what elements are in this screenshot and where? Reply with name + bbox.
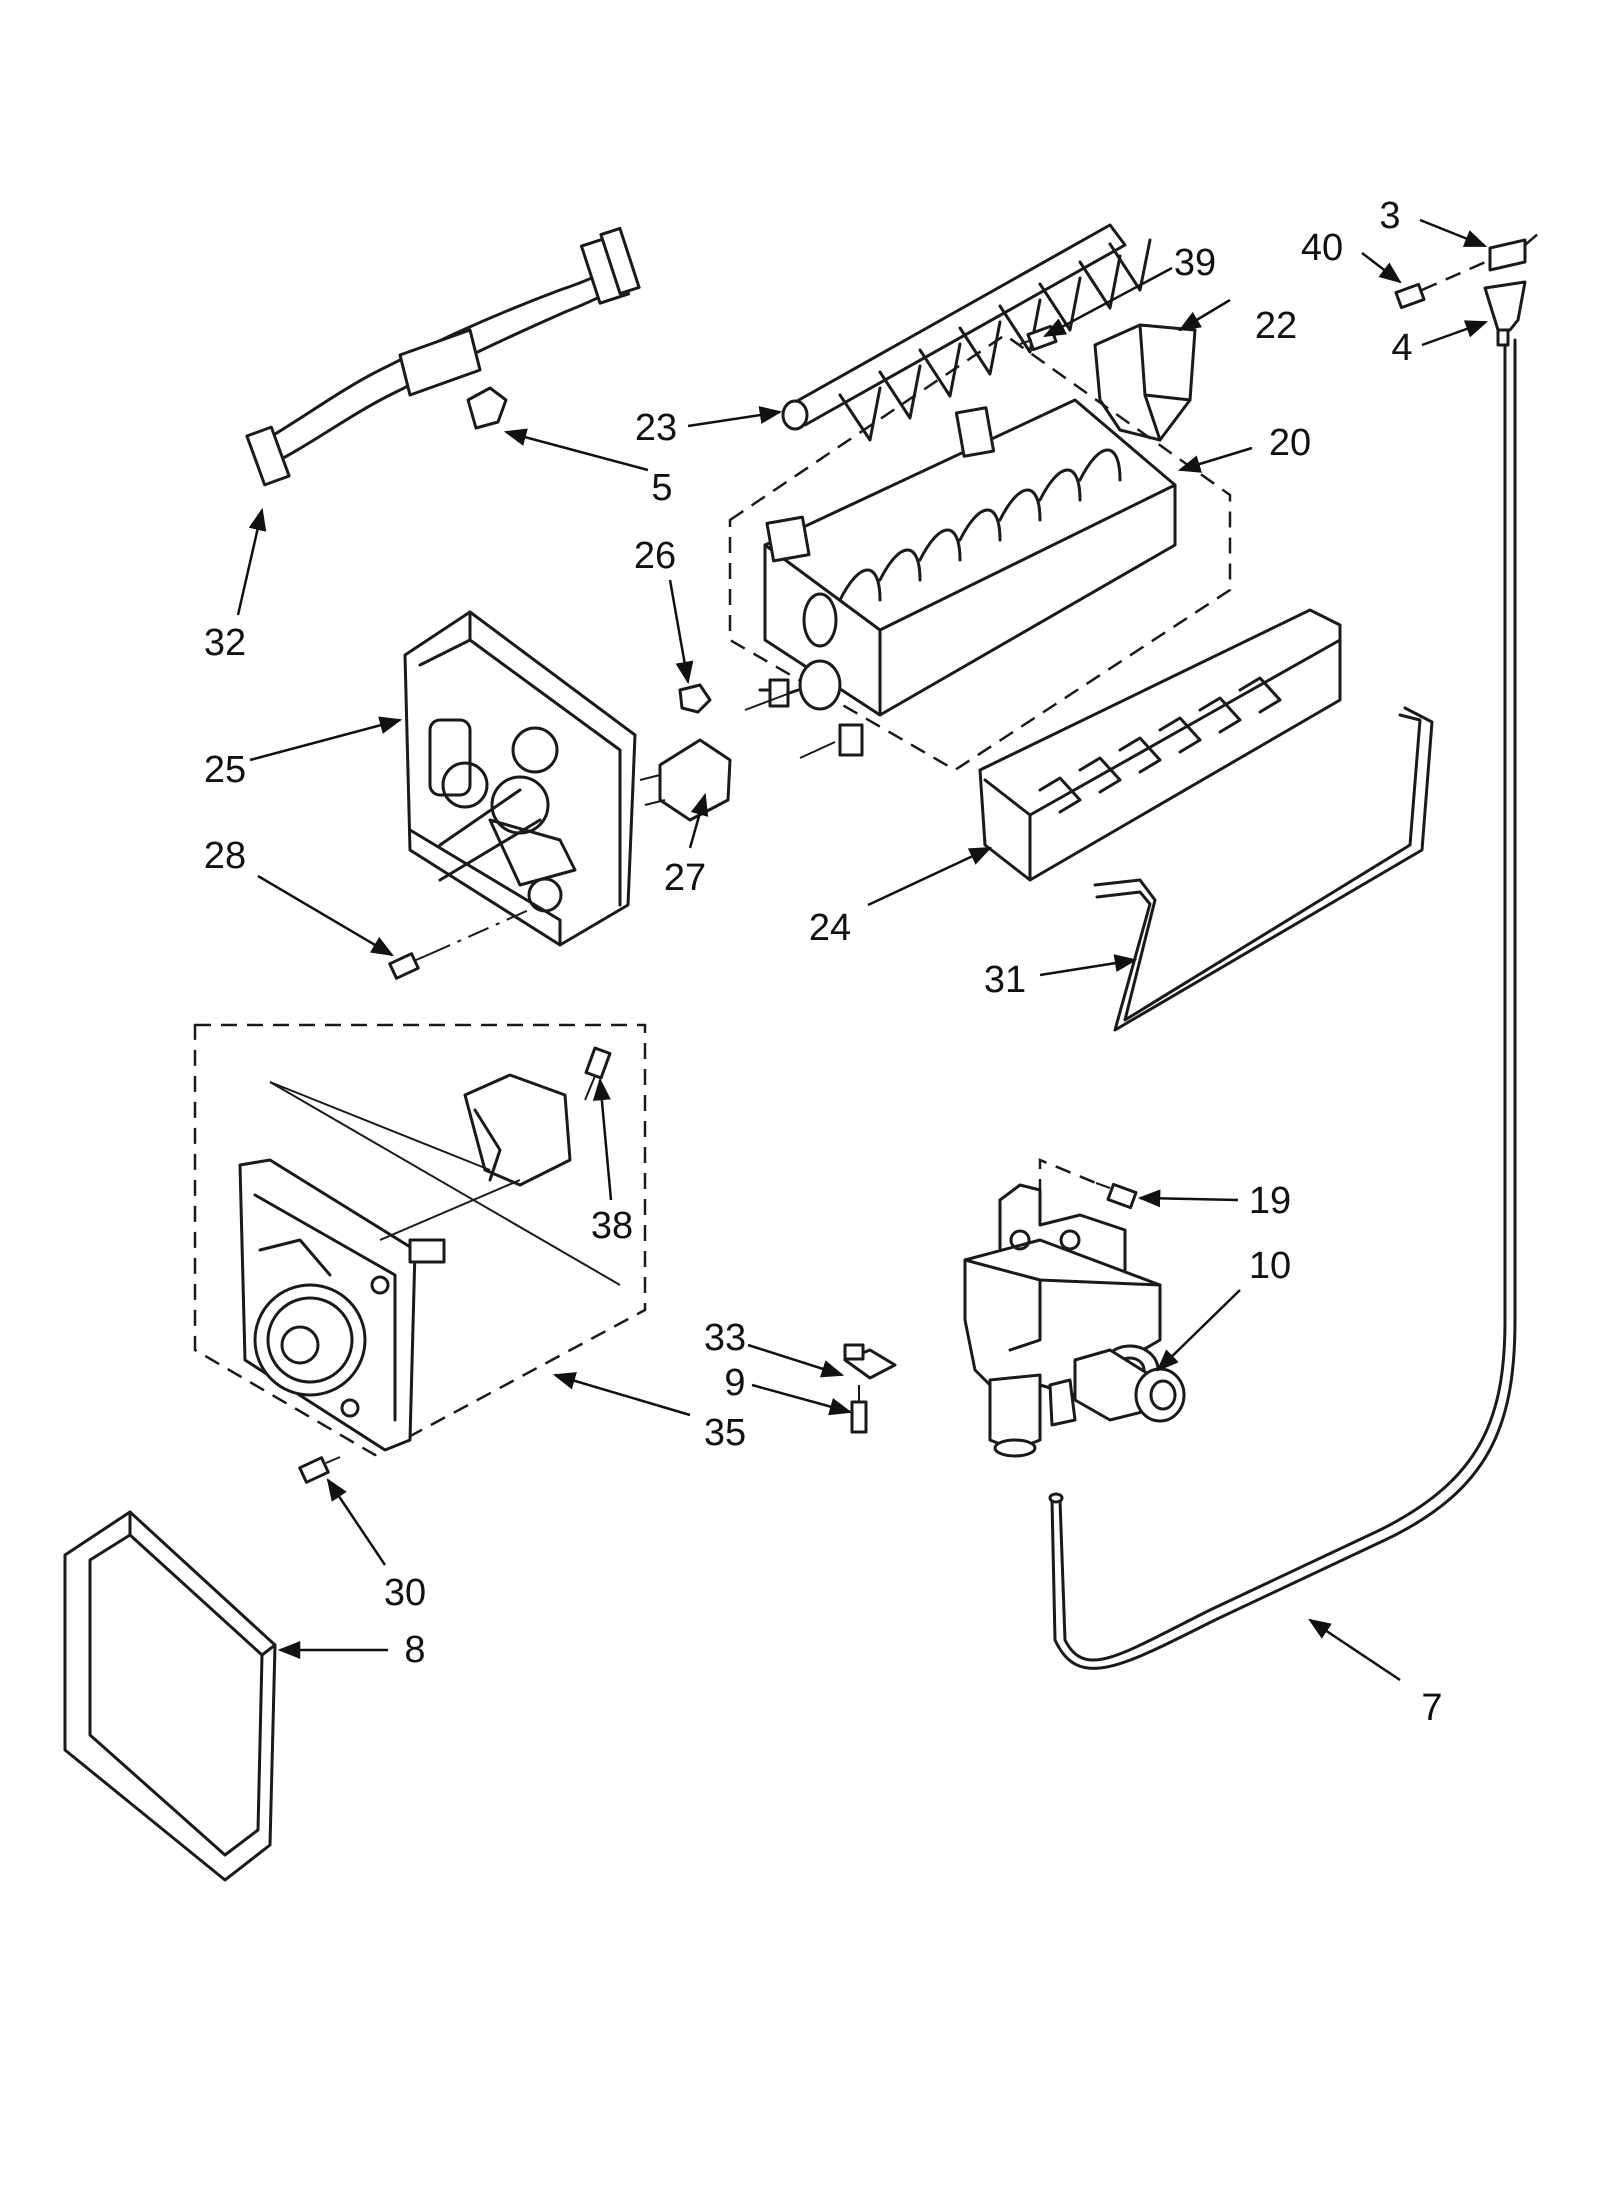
screw-19-part bbox=[1095, 1182, 1138, 1210]
callout-19: 19 bbox=[1249, 1180, 1291, 1222]
callout-leaders bbox=[236, 218, 1489, 1682]
shutoff-arm-part bbox=[1093, 706, 1434, 1032]
callout-4: 4 bbox=[1391, 327, 1412, 369]
callout-30: 30 bbox=[384, 1572, 426, 1614]
callout-8: 8 bbox=[404, 1629, 425, 1671]
callout-5: 5 bbox=[651, 467, 672, 509]
callout-40: 40 bbox=[1301, 227, 1343, 269]
callout-labels: 3 40 39 22 4 23 20 5 26 32 25 28 27 24 3… bbox=[204, 195, 1443, 1729]
callout-24: 24 bbox=[809, 907, 851, 949]
harness-clip-part bbox=[466, 386, 508, 430]
callout-23: 23 bbox=[635, 407, 677, 449]
water-valve-part bbox=[963, 1183, 1186, 1458]
stripper-part bbox=[978, 608, 1342, 882]
callout-22: 22 bbox=[1255, 305, 1297, 347]
callout-35: 35 bbox=[704, 1412, 746, 1454]
screw-28-part bbox=[388, 952, 431, 980]
callout-25: 25 bbox=[204, 749, 246, 791]
callout-39: 39 bbox=[1174, 242, 1216, 284]
tube-fitting-parts bbox=[1394, 231, 1541, 347]
thermostat-part bbox=[639, 738, 732, 822]
callout-31: 31 bbox=[984, 959, 1026, 1001]
callout-9: 9 bbox=[724, 1362, 745, 1404]
callout-20: 20 bbox=[1269, 422, 1311, 464]
retainer-26-part bbox=[678, 683, 712, 714]
water-tube-part bbox=[1048, 338, 1517, 1670]
callout-10: 10 bbox=[1249, 1245, 1291, 1287]
ice-mold-part bbox=[744, 398, 1177, 759]
alignment-line-28 bbox=[429, 904, 541, 955]
fill-cup-part bbox=[1093, 323, 1197, 442]
callout-33: 33 bbox=[704, 1317, 746, 1359]
screw-9-part bbox=[850, 1385, 868, 1434]
ejector-part bbox=[781, 223, 1152, 442]
callout-28: 28 bbox=[204, 835, 246, 877]
callout-26: 26 bbox=[634, 535, 676, 577]
callout-27: 27 bbox=[664, 857, 706, 899]
screw-38-part bbox=[584, 1046, 612, 1101]
alignment-line-19 bbox=[1038, 1158, 1097, 1195]
motor-assembly-outline bbox=[193, 1023, 647, 1457]
callout-3: 3 bbox=[1379, 195, 1400, 237]
cover-part bbox=[63, 1510, 277, 1882]
callout-7: 7 bbox=[1421, 1687, 1442, 1729]
module-housing-part bbox=[403, 610, 637, 947]
mold-assembly-outline bbox=[728, 333, 1232, 772]
bracket-33-part bbox=[843, 1343, 897, 1380]
screw-30-part bbox=[298, 1456, 341, 1484]
callout-38: 38 bbox=[591, 1205, 633, 1247]
wire-harness-part bbox=[245, 226, 641, 487]
motor-assembly-part bbox=[238, 1073, 621, 1452]
callout-32: 32 bbox=[204, 622, 246, 664]
